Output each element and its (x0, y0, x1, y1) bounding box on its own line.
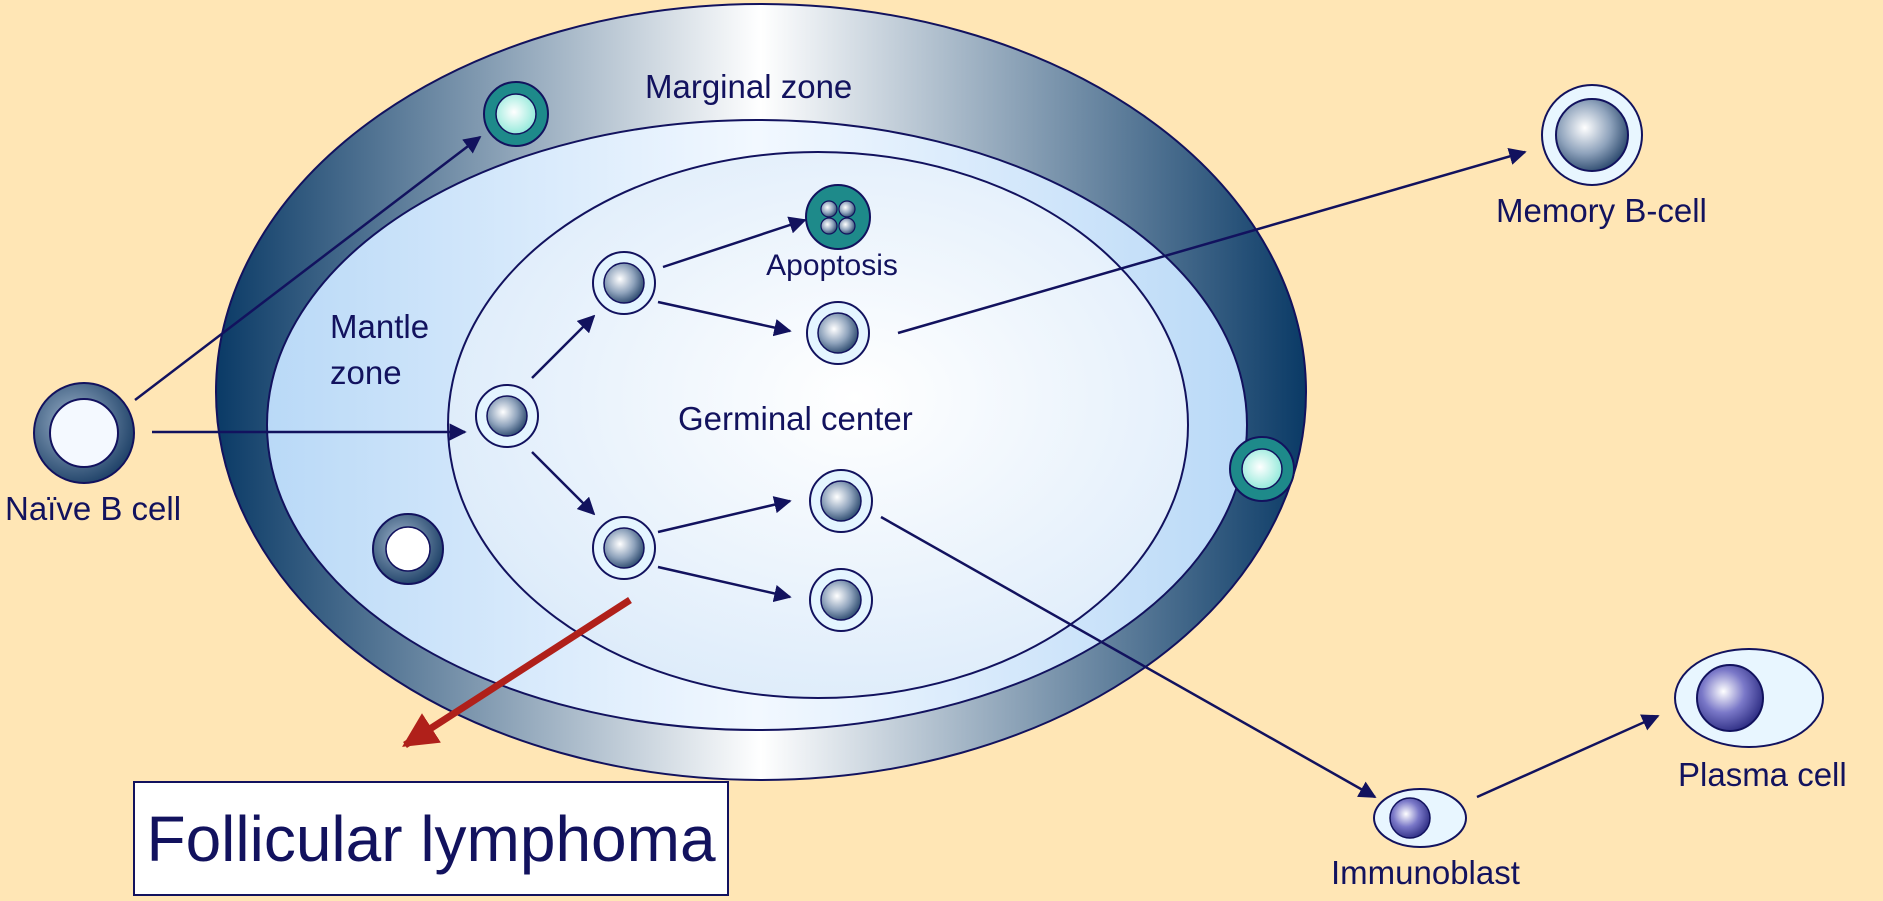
arrow-immunoblast-to-plasma (1477, 716, 1658, 797)
mantle-zone-label-line1: Mantle (330, 308, 429, 346)
mantle-zone-label-line2: zone (330, 354, 402, 392)
follicular-lymphoma-label: Follicular lymphoma (146, 802, 715, 876)
plasma-cell-label: Plasma cell (1678, 756, 1847, 794)
marginal-zone-cell-top (484, 82, 548, 146)
memory-b-cell (1542, 85, 1642, 185)
gc-cell-lower (593, 517, 655, 579)
naive-b-cell (34, 383, 134, 483)
apoptosis-label: Apoptosis (766, 249, 898, 284)
gc-cell-upper (593, 252, 655, 314)
centroblast-cell (476, 385, 538, 447)
plasma-cell (1675, 649, 1823, 747)
apoptotic-cell (806, 185, 870, 249)
memory-b-cell-label: Memory B-cell (1496, 192, 1707, 230)
marginal-zone-cell-right (1230, 437, 1294, 501)
immunoblast-cell (1374, 789, 1466, 847)
mantle-naive-cell (373, 514, 443, 584)
follicular-lymphoma-box: Follicular lymphoma (133, 781, 729, 896)
naive-b-cell-label: Naïve B cell (5, 490, 181, 528)
centrocyte-cell-memory-path (807, 302, 869, 364)
centrocyte-cell-plasma-path (810, 470, 872, 532)
immunoblast-label: Immunoblast (1331, 854, 1520, 892)
marginal-zone-label: Marginal zone (645, 68, 852, 106)
germinal-center-label: Germinal center (678, 400, 913, 438)
centrocyte-cell-lower (810, 569, 872, 631)
